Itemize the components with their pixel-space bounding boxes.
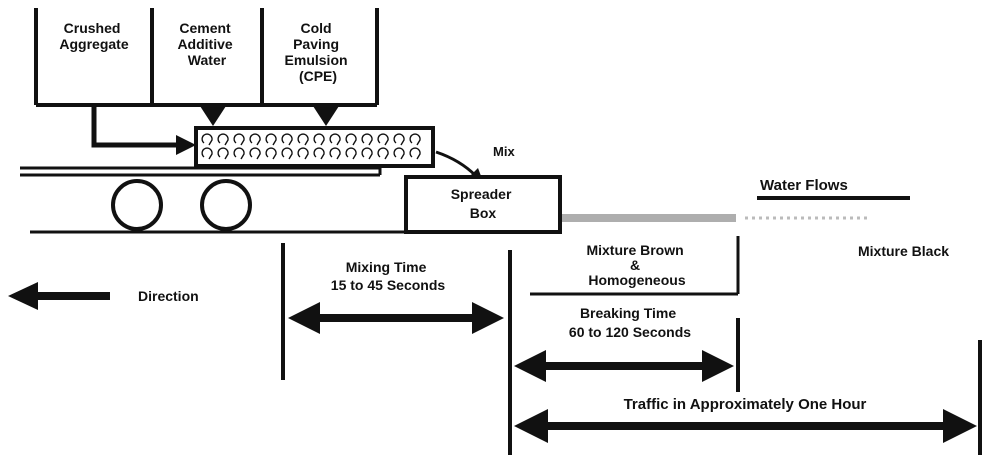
mixer-paddle <box>377 147 389 160</box>
mixer-paddle <box>297 147 309 160</box>
breaking-time-label: Breaking Time 60 to 120 Seconds <box>569 305 691 340</box>
mixer-paddle <box>281 147 293 160</box>
traffic-label: Traffic in Approximately One Hour <box>624 396 867 413</box>
hopper-emulsion-label: Cold Paving Emulsion (CPE) <box>285 20 352 84</box>
traffic-arrow <box>514 409 977 443</box>
spreader-box-label: Spreader Box <box>451 186 516 221</box>
mixer-paddle <box>313 147 325 160</box>
mixer-paddle <box>409 133 421 146</box>
mixer-paddle <box>265 133 277 146</box>
mixing-time-arrow <box>288 302 504 334</box>
mixer-paddle <box>345 147 357 160</box>
mixer-paddle <box>201 133 213 146</box>
hopper-aggregate-label: Crushed Aggregate <box>59 20 128 52</box>
mixer-paddle <box>233 147 245 160</box>
truck-wheel-rear <box>200 179 252 231</box>
mixer-paddle <box>249 133 261 146</box>
mixer-paddle <box>329 147 341 160</box>
time-markers <box>281 243 982 455</box>
mixer-paddle <box>361 147 373 160</box>
mixer-paddle <box>297 133 309 146</box>
mixture-black-label: Mixture Black <box>858 243 949 259</box>
water-flows-label: Water Flows <box>760 177 848 194</box>
mixture-brown-label: Mixture Brown & Homogeneous <box>586 242 687 288</box>
pugmill-mixer <box>194 126 435 168</box>
mixer-paddle <box>345 133 357 146</box>
mixer-paddle <box>249 147 261 160</box>
mixer-paddle <box>393 133 405 146</box>
mixer-paddle <box>361 133 373 146</box>
direction-label: Direction <box>138 288 199 304</box>
breaking-time-arrow <box>514 350 734 382</box>
mix-label: Mix <box>493 144 515 159</box>
mixer-paddle <box>217 147 229 160</box>
mixing-time-label: Mixing Time 15 to 45 Seconds <box>331 259 446 293</box>
mixer-paddle <box>217 133 229 146</box>
mixer-paddle <box>329 133 341 146</box>
spreader-box <box>404 175 562 234</box>
mixer-paddle <box>409 147 421 160</box>
mixer-paddle <box>393 147 405 160</box>
feed-arrows <box>91 105 339 155</box>
mixer-paddle <box>265 147 277 160</box>
slurry-surface <box>562 214 868 222</box>
mixer-paddle <box>281 133 293 146</box>
mixer-paddle <box>233 133 245 146</box>
mixer-paddle <box>377 133 389 146</box>
truck-wheel-front <box>111 179 163 231</box>
hopper-cement-label: Cement Additive Water <box>177 20 236 68</box>
mixer-paddle <box>201 147 213 160</box>
direction-arrow <box>8 282 110 310</box>
mixer-paddle <box>313 133 325 146</box>
